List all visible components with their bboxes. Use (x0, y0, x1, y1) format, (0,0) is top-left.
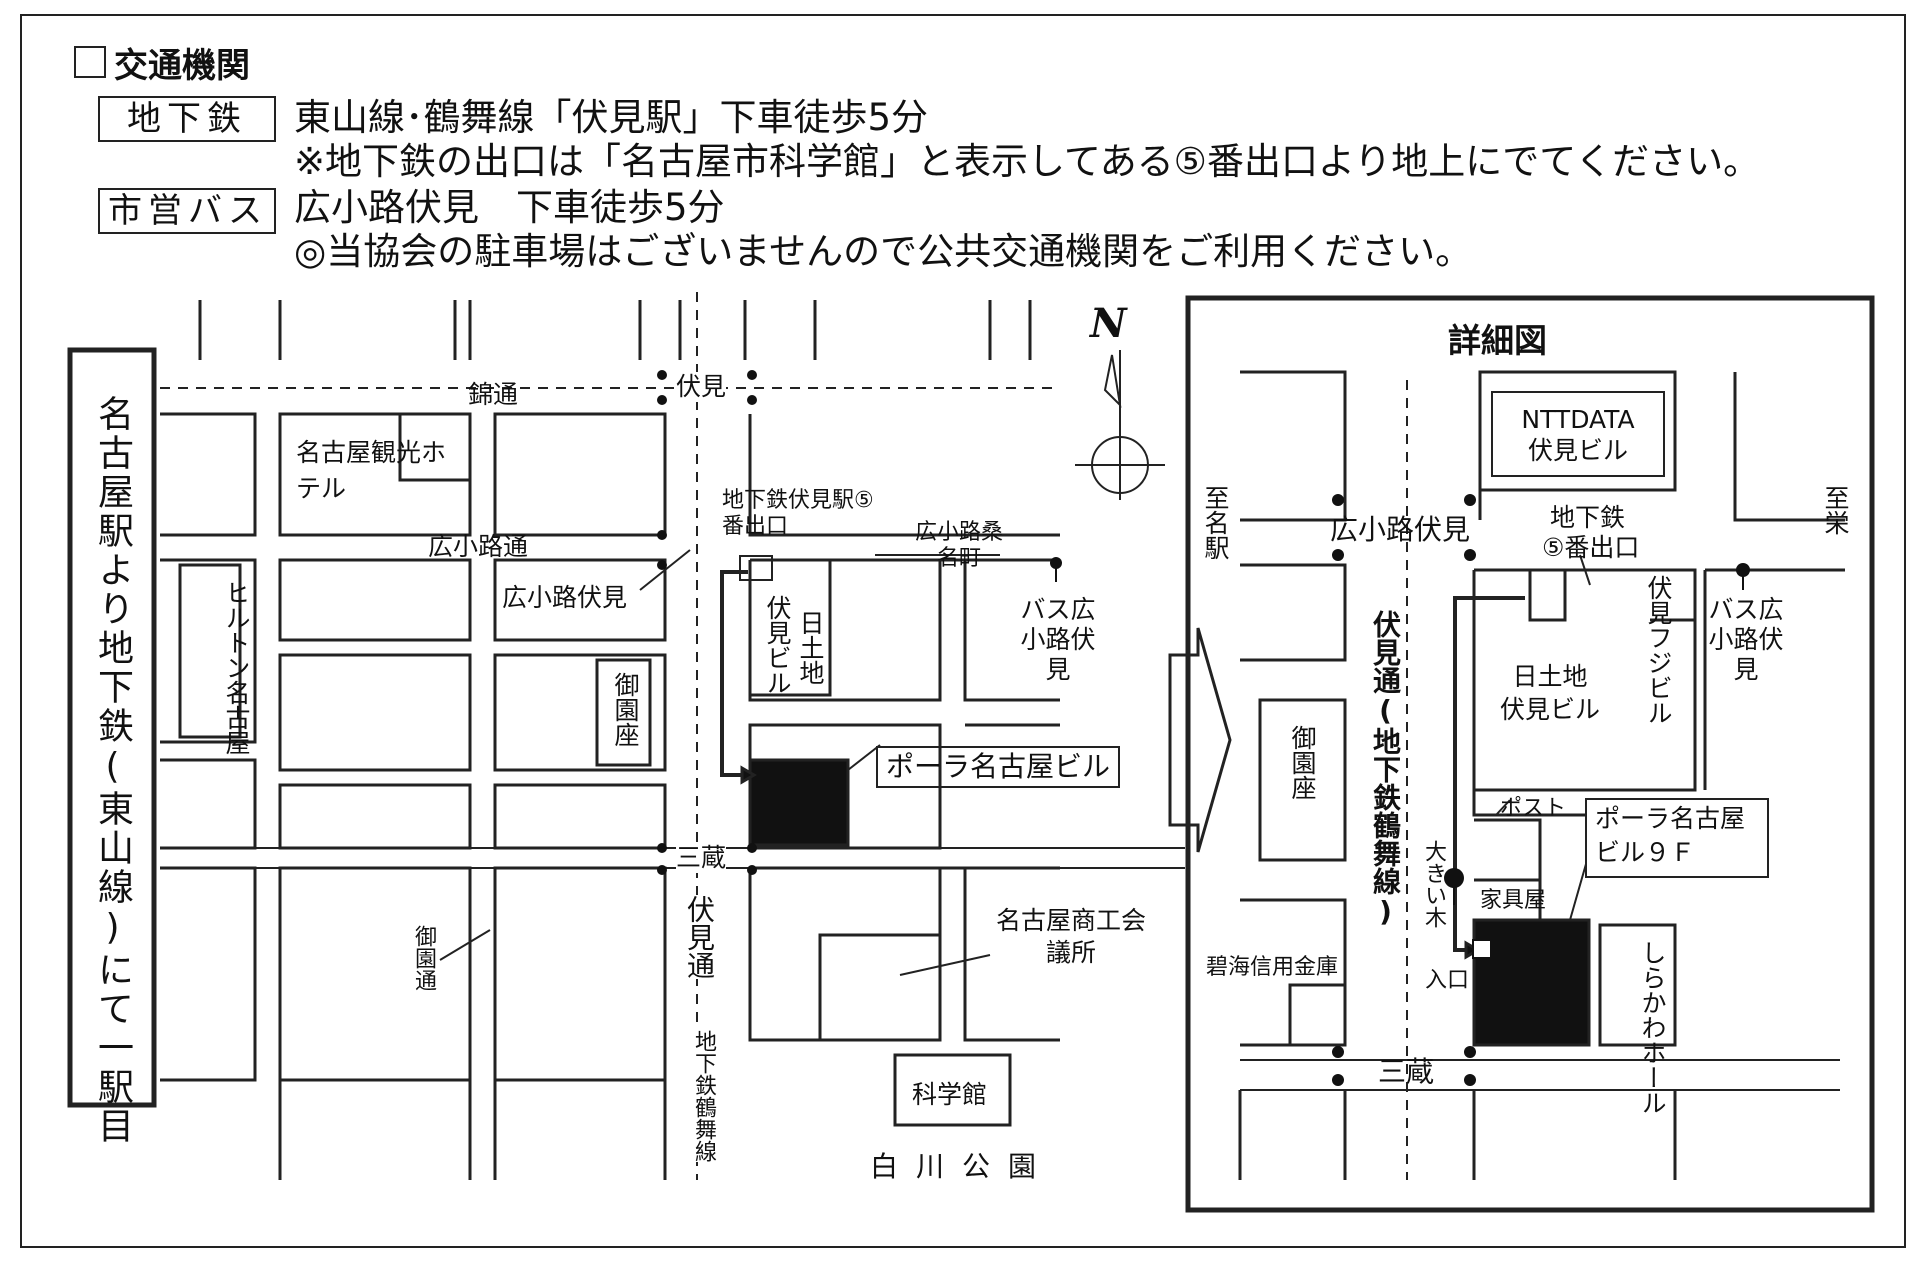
detail-shinkin: 碧海信用金庫 (1206, 955, 1339, 980)
pola-building-detail (1472, 918, 1591, 1047)
detail-nittochi-2: 伏見ビル (1499, 695, 1600, 724)
detail-furniture: 家具屋 (1480, 888, 1547, 913)
label-sanzo: 三蔵 (676, 843, 727, 873)
subway-line: 東山線･鶴舞線「伏見駅」下車徒歩5分 (294, 96, 929, 139)
label-tsurumai-sub: 地下鉄鶴舞線 (690, 1030, 716, 1162)
detail-to-sakae: 至栄 (1821, 485, 1850, 535)
subway-tag: 地下鉄 (98, 96, 276, 142)
label-bus-stop: バス広小路伏見 (1020, 595, 1096, 684)
detail-exit-1: 地下鉄 (1550, 503, 1626, 532)
station-banner-box (67, 347, 157, 1108)
detail-pola-box (1585, 798, 1769, 878)
detail-exit-2: ⑤番出口 (1542, 533, 1640, 562)
detail-entrance: 入口 (1425, 968, 1470, 993)
page-frame (20, 14, 1906, 1248)
label-exit: 地下鉄伏見駅⑤番出口 (722, 488, 874, 539)
label-pola: ポーラ名古屋ビル (876, 746, 1121, 788)
parking-note: ◎当協会の駐車場はございませんので公共交通機関をご利用ください。 (294, 230, 1473, 273)
detail-fushimi-dori: 伏見通(地下鉄鶴舞線) (1369, 610, 1402, 928)
bus-tag: 市営バス (98, 188, 276, 234)
detail-title: 詳細図 (1448, 321, 1547, 360)
label-science-museum: 科学館 (912, 1080, 988, 1109)
detail-hirokoji-fushimi: 広小路伏見 (1330, 513, 1471, 546)
detail-frame (1185, 295, 1875, 1213)
detail-fushimi-fuji: 伏見フジビル (1644, 575, 1673, 725)
label-hirokoji-fushimi: 広小路伏見 (502, 583, 628, 612)
detail-pola-2: ビル９Ｆ (1595, 838, 1696, 867)
header-title: 交通機関 (114, 46, 250, 86)
header-checkbox (74, 46, 106, 78)
detail-ntt-1: NTTDATA (1521, 405, 1635, 434)
north-label: N (1090, 300, 1127, 347)
bus-line: 広小路伏見 下車徒歩5分 (294, 186, 725, 229)
label-hilton: ヒルトン名古屋 (222, 580, 251, 755)
label-park: 白川公園 (870, 1150, 1055, 1183)
detail-sanzo: 三蔵 (1378, 1055, 1435, 1088)
detail-bus-stop: バス広小路伏見 (1708, 595, 1784, 684)
detail-shirakawa-hall: しらかわホール (1638, 940, 1667, 1115)
detail-nittochi-1: 日土地 (1512, 662, 1588, 691)
detail-post: ポスト (1500, 796, 1567, 821)
detail-misonoza: 御園座 (1288, 725, 1317, 800)
detail-big-tree: 大きい木 (1421, 840, 1446, 928)
label-misono-dori: 御園通 (411, 925, 436, 991)
label-fushimi-dori: 伏見通 (682, 895, 716, 979)
label-nittochi: 日土地 (796, 610, 825, 685)
label-kanko-hotel: 名古屋観光ホテル (296, 438, 447, 503)
label-fushimi-bldg: 伏見ビル (763, 595, 792, 695)
label-misonoza: 御園座 (611, 672, 640, 747)
pola-building-overview (748, 758, 850, 847)
detail-to-nagoya: 至名駅 (1201, 485, 1230, 560)
label-chamber: 名古屋商工会議所 (996, 906, 1147, 967)
label-nishiki: 錦通 (468, 380, 519, 409)
detail-ntt-2: 伏見ビル (1527, 436, 1628, 465)
label-hirokoji-dori: 広小路通 (428, 532, 529, 561)
label-fushimi-top: 伏見 (676, 372, 727, 402)
subway-note: ※地下鉄の出口は「名古屋市科学館」と表示してある⑤番出口より地上にでてください。 (294, 140, 1761, 183)
label-kuwanacho: 広小路桑名町 (914, 520, 1003, 571)
detail-pola-1: ポーラ名古屋 (1595, 804, 1746, 833)
station-banner: 名古屋駅より地下鉄(東山線)にて一駅目 (92, 395, 133, 1146)
